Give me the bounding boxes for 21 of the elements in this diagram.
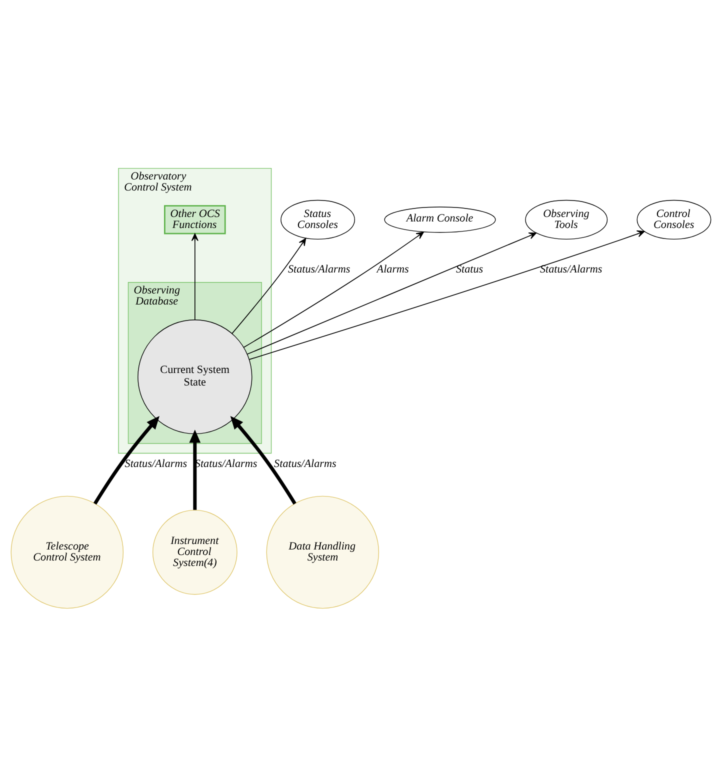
arrow (191, 232, 198, 320)
edge-label: Status/Alarms (274, 457, 336, 470)
node-ellipse: Status Consoles (280, 199, 355, 240)
node-circle: Instrument Control System(4) (152, 509, 238, 594)
node-ellipse: Alarm Console (384, 206, 496, 232)
node-box: Other OCS Functions (164, 204, 226, 234)
edge-label: Alarms (376, 263, 409, 276)
arrow (246, 232, 537, 354)
edge-label: Status (456, 263, 484, 276)
arrow (189, 429, 201, 510)
node-circle: Data Handling System (266, 495, 380, 608)
arrow (93, 416, 160, 504)
edge-label: Status/Alarms (540, 263, 602, 276)
edge-label: Status/Alarms (288, 263, 350, 276)
node-circle: Current System State (138, 319, 252, 434)
node-circle: Telescope Control System (10, 495, 124, 608)
edge-label: Status/Alarms (124, 457, 188, 470)
arrow (248, 230, 645, 360)
arrow (230, 416, 296, 504)
arrow (243, 231, 424, 348)
arrow (232, 238, 306, 334)
